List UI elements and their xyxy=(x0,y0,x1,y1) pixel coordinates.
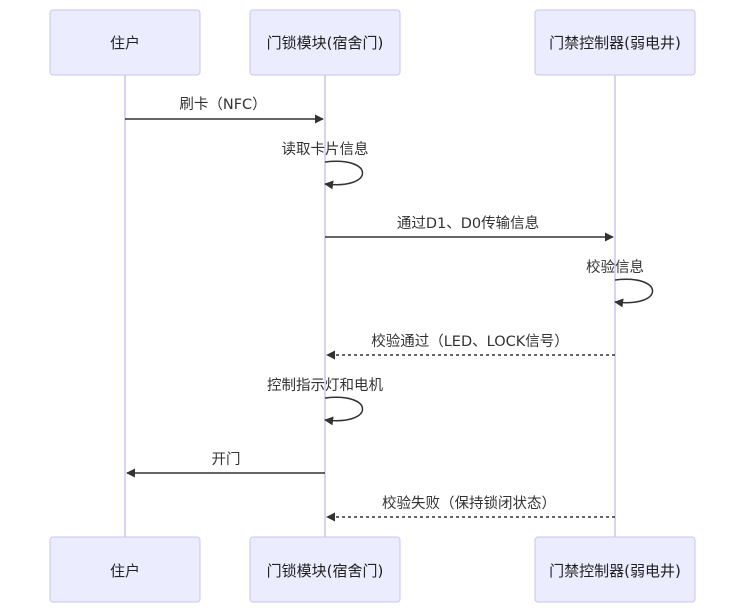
actor-label: 门禁控制器(弱电井) xyxy=(549,562,681,580)
message-transmit: 通过D1、D0传输信息 xyxy=(325,215,614,242)
actor-label: 门禁控制器(弱电井) xyxy=(549,34,681,52)
actor-bottom-resident: 住户 xyxy=(49,536,201,603)
message-self-loop xyxy=(614,278,654,308)
message-label: 控制指示灯和电机 xyxy=(267,377,383,394)
actor-label: 住户 xyxy=(110,562,140,580)
message-self-loop xyxy=(324,160,364,190)
actor-top-resident: 住户 xyxy=(49,9,201,76)
message-verify-fail: 校验失败（保持锁闭状态） xyxy=(326,495,615,522)
actor-top-lock: 门锁模块(宿舍门) xyxy=(249,9,401,76)
actor-label: 住户 xyxy=(110,34,140,52)
actor-top-controller: 门禁控制器(弱电井) xyxy=(534,9,696,76)
message-self-loop xyxy=(324,396,364,426)
message-swipe-card: 刷卡（NFC） xyxy=(125,96,324,124)
message-label: 校验通过（LED、LOCK信号） xyxy=(371,333,569,350)
message-control-led-motor: 控制指示灯和电机 xyxy=(267,377,383,426)
message-label: 开门 xyxy=(212,451,241,468)
actor-bottom-lock: 门锁模块(宿舍门) xyxy=(249,536,401,603)
message-open-door: 开门 xyxy=(126,451,325,478)
message-label: 刷卡（NFC） xyxy=(179,96,266,113)
message-read-card: 读取卡片信息 xyxy=(282,141,369,190)
message-verify: 校验信息 xyxy=(586,259,654,308)
message-label: 通过D1、D0传输信息 xyxy=(397,215,539,232)
message-label: 校验失败（保持锁闭状态） xyxy=(382,495,556,512)
message-label: 校验信息 xyxy=(586,259,644,276)
actor-label: 门锁模块(宿舍门) xyxy=(267,562,384,580)
message-label: 读取卡片信息 xyxy=(282,141,369,158)
actor-label: 门锁模块(宿舍门) xyxy=(267,34,384,52)
actor-bottom-controller: 门禁控制器(弱电井) xyxy=(534,536,696,603)
message-verify-pass: 校验通过（LED、LOCK信号） xyxy=(326,333,615,360)
